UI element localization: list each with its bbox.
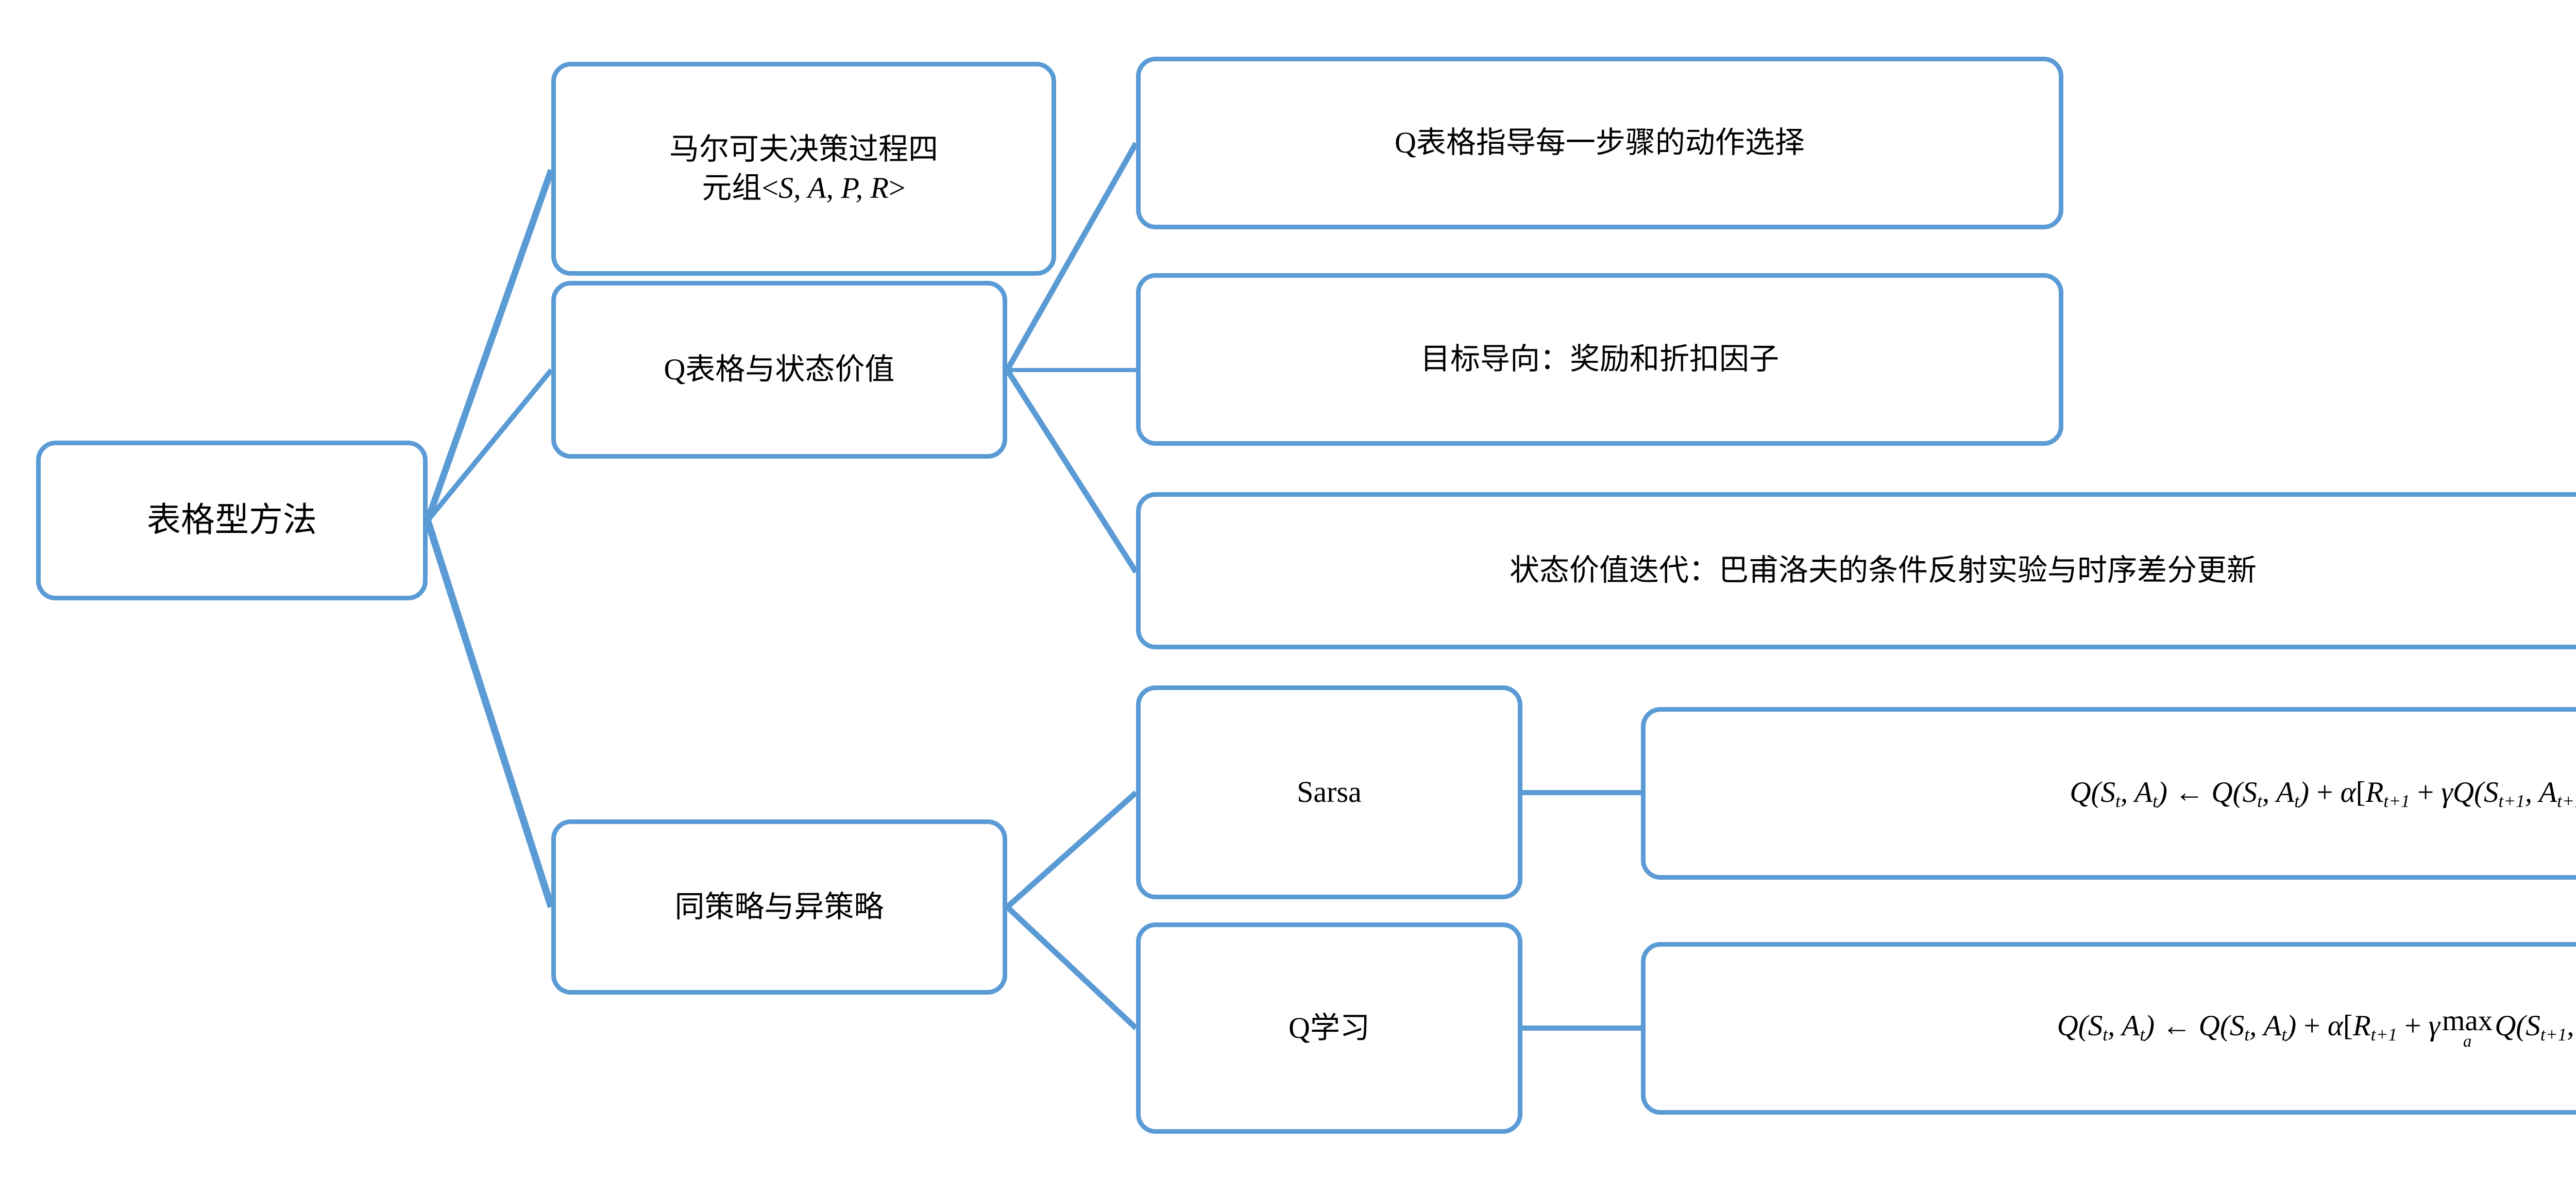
node-mdp-text: 马尔可夫决策过程四 元组<S, A, P, R> xyxy=(565,130,1042,207)
node-mdp-line2-prefix: 元组< xyxy=(702,171,779,205)
node-mdp-line2-suffix: > xyxy=(888,171,906,205)
node-qtable-label: Q表格与状态价值 xyxy=(664,352,895,387)
node-root-tabular-methods[interactable]: 表格型方法 xyxy=(36,441,428,600)
node-state-value-iteration[interactable]: 状态价值迭代：巴甫洛夫的条件反射实验与时序差分更新 xyxy=(1136,492,2576,649)
node-on-off-policy[interactable]: 同策略与异策略 xyxy=(551,819,1007,995)
edge-root-to-policy xyxy=(424,519,555,909)
edge-policy-to-qlearning xyxy=(1005,904,1138,1031)
edge-policy-to-sarsa xyxy=(1005,790,1138,910)
node-q-action-selection-label: Q表格指导每一步骤的动作选择 xyxy=(1395,126,1805,160)
node-on-off-policy-label: 同策略与异策略 xyxy=(674,889,884,924)
node-sarsa-formula[interactable]: Q(St, At) ← Q(St, At) + α[Rt+1 + γQ(St+1… xyxy=(1641,707,2576,880)
sarsa-update-equation: Q(St, At) ← Q(St, At) + α[Rt+1 + γQ(St+1… xyxy=(2070,776,2576,811)
node-sarsa[interactable]: Sarsa xyxy=(1136,685,1522,899)
node-mdp-line2-math: S, A, P, R xyxy=(778,171,889,205)
node-mdp-tuple[interactable]: 马尔可夫决策过程四 元组<S, A, P, R> xyxy=(551,62,1056,276)
node-q-goal-reward-discount-label: 目标导向：奖励和折扣因子 xyxy=(1420,342,1779,376)
node-q-learning-label: Q学习 xyxy=(1289,1011,1370,1045)
edge-root-to-mdp xyxy=(424,169,555,522)
node-state-value-iteration-label: 状态价值迭代：巴甫洛夫的条件反射实验与时序差分更新 xyxy=(1509,553,2257,587)
edge-qtable-to-child3 xyxy=(1005,368,1139,574)
edge-root-to-qtable xyxy=(426,368,553,523)
node-q-action-selection[interactable]: Q表格指导每一步骤的动作选择 xyxy=(1136,57,2063,229)
node-mdp-line1: 马尔可夫决策过程四 xyxy=(669,132,938,166)
node-q-goal-reward-discount[interactable]: 目标导向：奖励和折扣因子 xyxy=(1136,273,2063,446)
node-qtable-state-value[interactable]: Q表格与状态价值 xyxy=(551,281,1007,459)
node-root-label: 表格型方法 xyxy=(147,501,317,539)
node-q-learning[interactable]: Q学习 xyxy=(1136,922,1522,1134)
node-sarsa-label: Sarsa xyxy=(1297,775,1362,809)
